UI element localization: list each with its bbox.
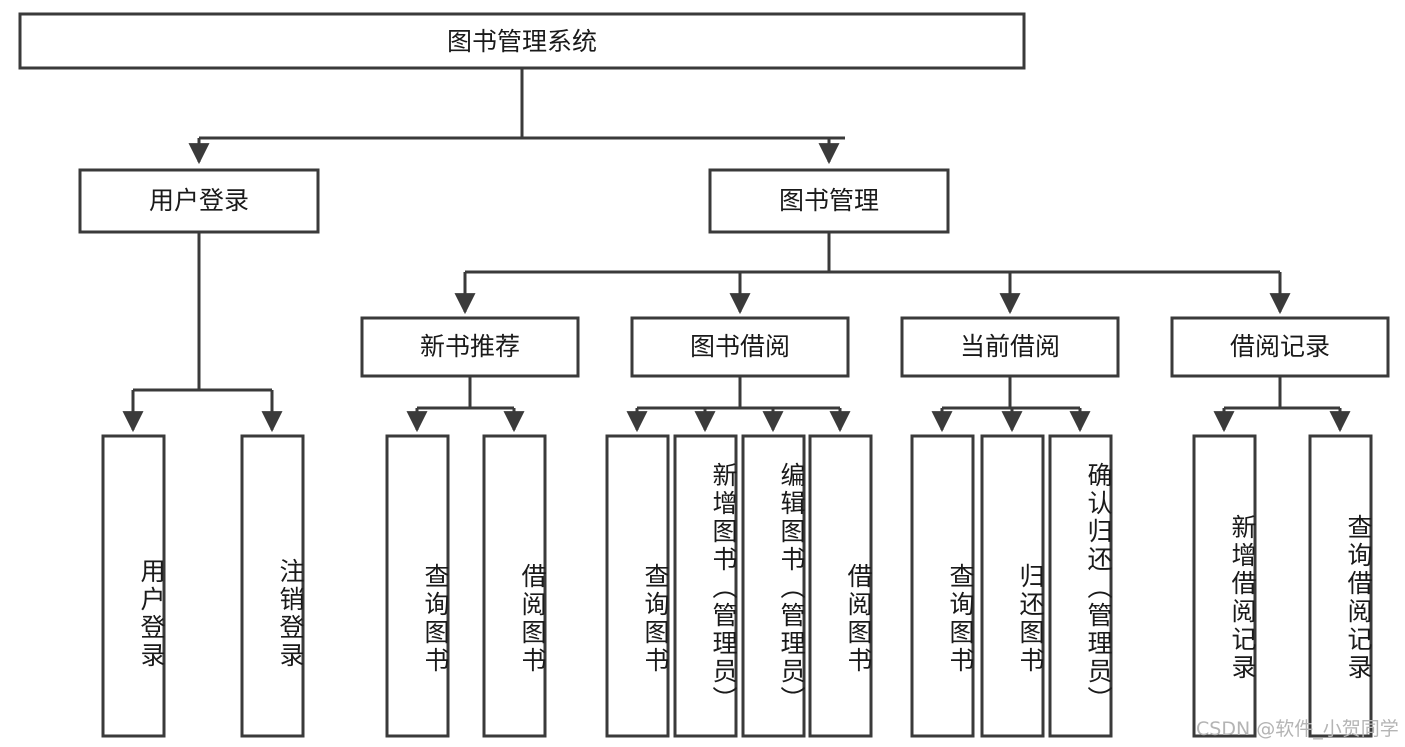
node-user-login-box[interactable] — [78, 168, 320, 234]
node-new-book-rec-label: 新书推荐 — [420, 332, 520, 361]
connector-group-root — [188, 68, 845, 165]
node-borrow-record-label: 借阅记录 — [1230, 332, 1330, 361]
csdn-watermark: CSDN @软件_小贺同学 — [1196, 718, 1399, 740]
node-root-system-label: 图书管理系统 — [447, 27, 597, 56]
node-borrow-record[interactable]: 借阅记录 — [1170, 316, 1390, 378]
leaf-box-query-book-1[interactable] — [385, 434, 450, 738]
leaf-box-query-record[interactable] — [1308, 434, 1373, 738]
node-user-login[interactable]: 用户登录 — [78, 168, 320, 234]
leaf-box-add-record[interactable] — [1192, 434, 1257, 738]
leaf-box-query-book-3[interactable] — [910, 434, 975, 738]
node-root-system-box[interactable] — [18, 12, 1026, 70]
connector-group-user-login — [122, 232, 283, 433]
connector-group-borrow-record — [1213, 376, 1351, 433]
leaf-box-query-book-2[interactable] — [605, 434, 670, 738]
node-book-borrow[interactable]: 图书借阅 — [630, 316, 850, 378]
node-book-manage-box[interactable] — [708, 168, 950, 234]
node-book-manage-label: 图书管理 — [779, 186, 879, 215]
leaf-box-borrow-book-2[interactable] — [808, 434, 873, 738]
node-current-borrow[interactable]: 当前借阅 — [900, 316, 1120, 378]
node-borrow-record-box[interactable] — [1170, 316, 1390, 378]
leaf-box-borrow-book-1[interactable] — [482, 434, 547, 738]
node-new-book-rec[interactable]: 新书推荐 — [360, 316, 580, 378]
leaf-box-confirm-return[interactable] — [1048, 434, 1113, 738]
connector-group-new-book-rec — [406, 376, 525, 433]
leaf-box-user-login[interactable] — [101, 434, 166, 738]
node-new-book-rec-box[interactable] — [360, 316, 580, 378]
node-root-system[interactable]: 图书管理系统 — [18, 12, 1026, 70]
connector-group-book-borrow — [626, 376, 851, 433]
node-current-borrow-box[interactable] — [900, 316, 1120, 378]
node-current-borrow-label: 当前借阅 — [960, 332, 1060, 361]
leaf-box-edit-book[interactable] — [741, 434, 806, 738]
node-book-manage[interactable]: 图书管理 — [708, 168, 950, 234]
leaf-box-return-book[interactable] — [980, 434, 1045, 738]
connector-group-current-borrow — [931, 376, 1091, 433]
node-book-borrow-box[interactable] — [630, 316, 850, 378]
node-user-login-label: 用户登录 — [149, 186, 249, 215]
node-book-borrow-label: 图书借阅 — [690, 332, 790, 361]
leaf-box-logout[interactable] — [240, 434, 305, 738]
leaf-box-add-book[interactable] — [673, 434, 738, 738]
connector-group-book-manage — [454, 232, 1291, 315]
